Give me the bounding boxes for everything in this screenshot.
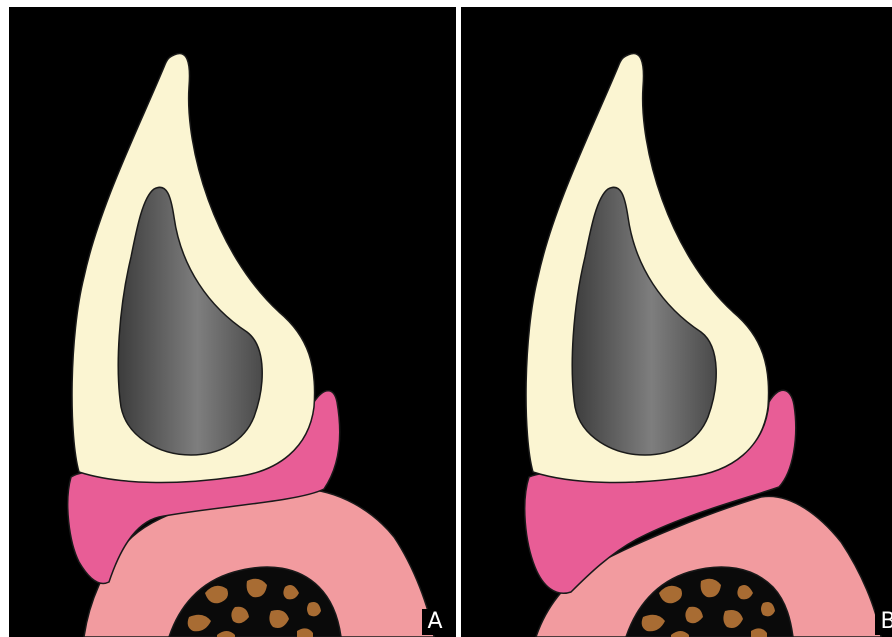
panel-a: A: [9, 7, 456, 637]
panel-label-b: B: [875, 609, 892, 635]
tooth-diagram-b: [461, 7, 892, 637]
panel-b: B: [461, 7, 892, 637]
panel-label-a: A: [422, 609, 448, 635]
tooth-diagram-a: [9, 7, 456, 637]
